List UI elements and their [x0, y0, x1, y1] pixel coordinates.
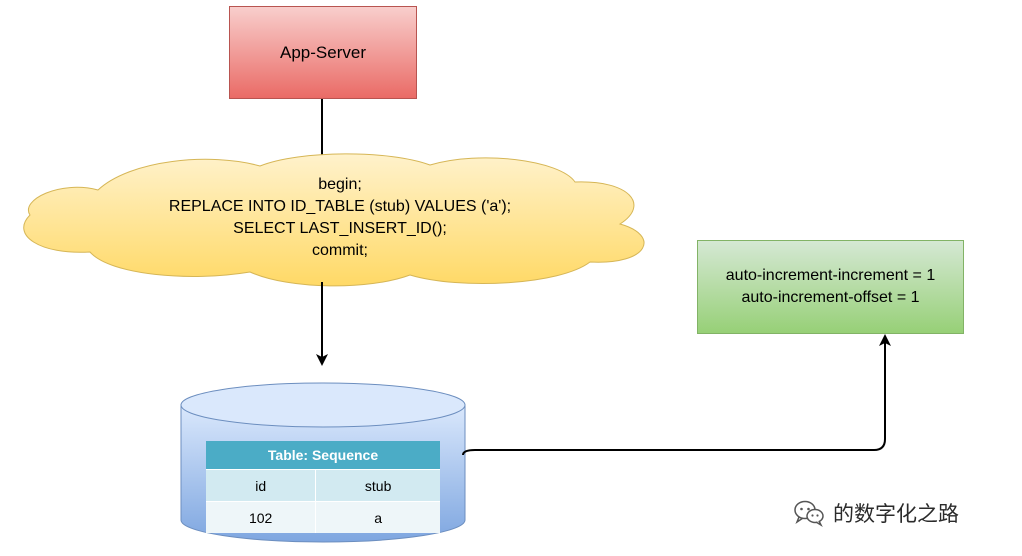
sql-line: REPLACE INTO ID_TABLE (stub) VALUES ('a'…	[168, 198, 512, 215]
sql-line: begin;	[318, 176, 362, 193]
watermark-text: 的数字化之路	[833, 503, 959, 526]
database-cylinder-top	[180, 382, 466, 428]
config-line: auto-increment-increment = 1	[725, 267, 936, 284]
connector-db-to-config	[462, 334, 891, 456]
cell-stub: a	[315, 501, 440, 533]
sql-cloud-shape	[23, 153, 645, 287]
config-line: auto-increment-offset = 1	[741, 289, 920, 306]
column-header-stub: stub	[315, 469, 440, 502]
cell-id: 102	[206, 501, 316, 533]
sql-line: commit;	[312, 242, 368, 259]
column-header-id: id	[206, 469, 316, 502]
sql-cloud-text: begin; REPLACE INTO ID_TABLE (stub) VALU…	[60, 174, 620, 262]
auto-increment-config-box: auto-increment-increment = 1 auto-increm…	[697, 240, 964, 334]
watermark: 的数字化之路	[793, 498, 959, 528]
app-server-label: App-Server	[280, 42, 366, 62]
wechat-icon	[794, 500, 824, 527]
sql-line: SELECT LAST_INSERT_ID();	[233, 220, 447, 237]
sequence-table: Table: Sequence id stub 102 a	[206, 441, 440, 533]
app-server-box: App-Server	[229, 6, 417, 99]
table-row: 102 a	[206, 501, 440, 533]
table-title: Table: Sequence	[206, 441, 440, 470]
